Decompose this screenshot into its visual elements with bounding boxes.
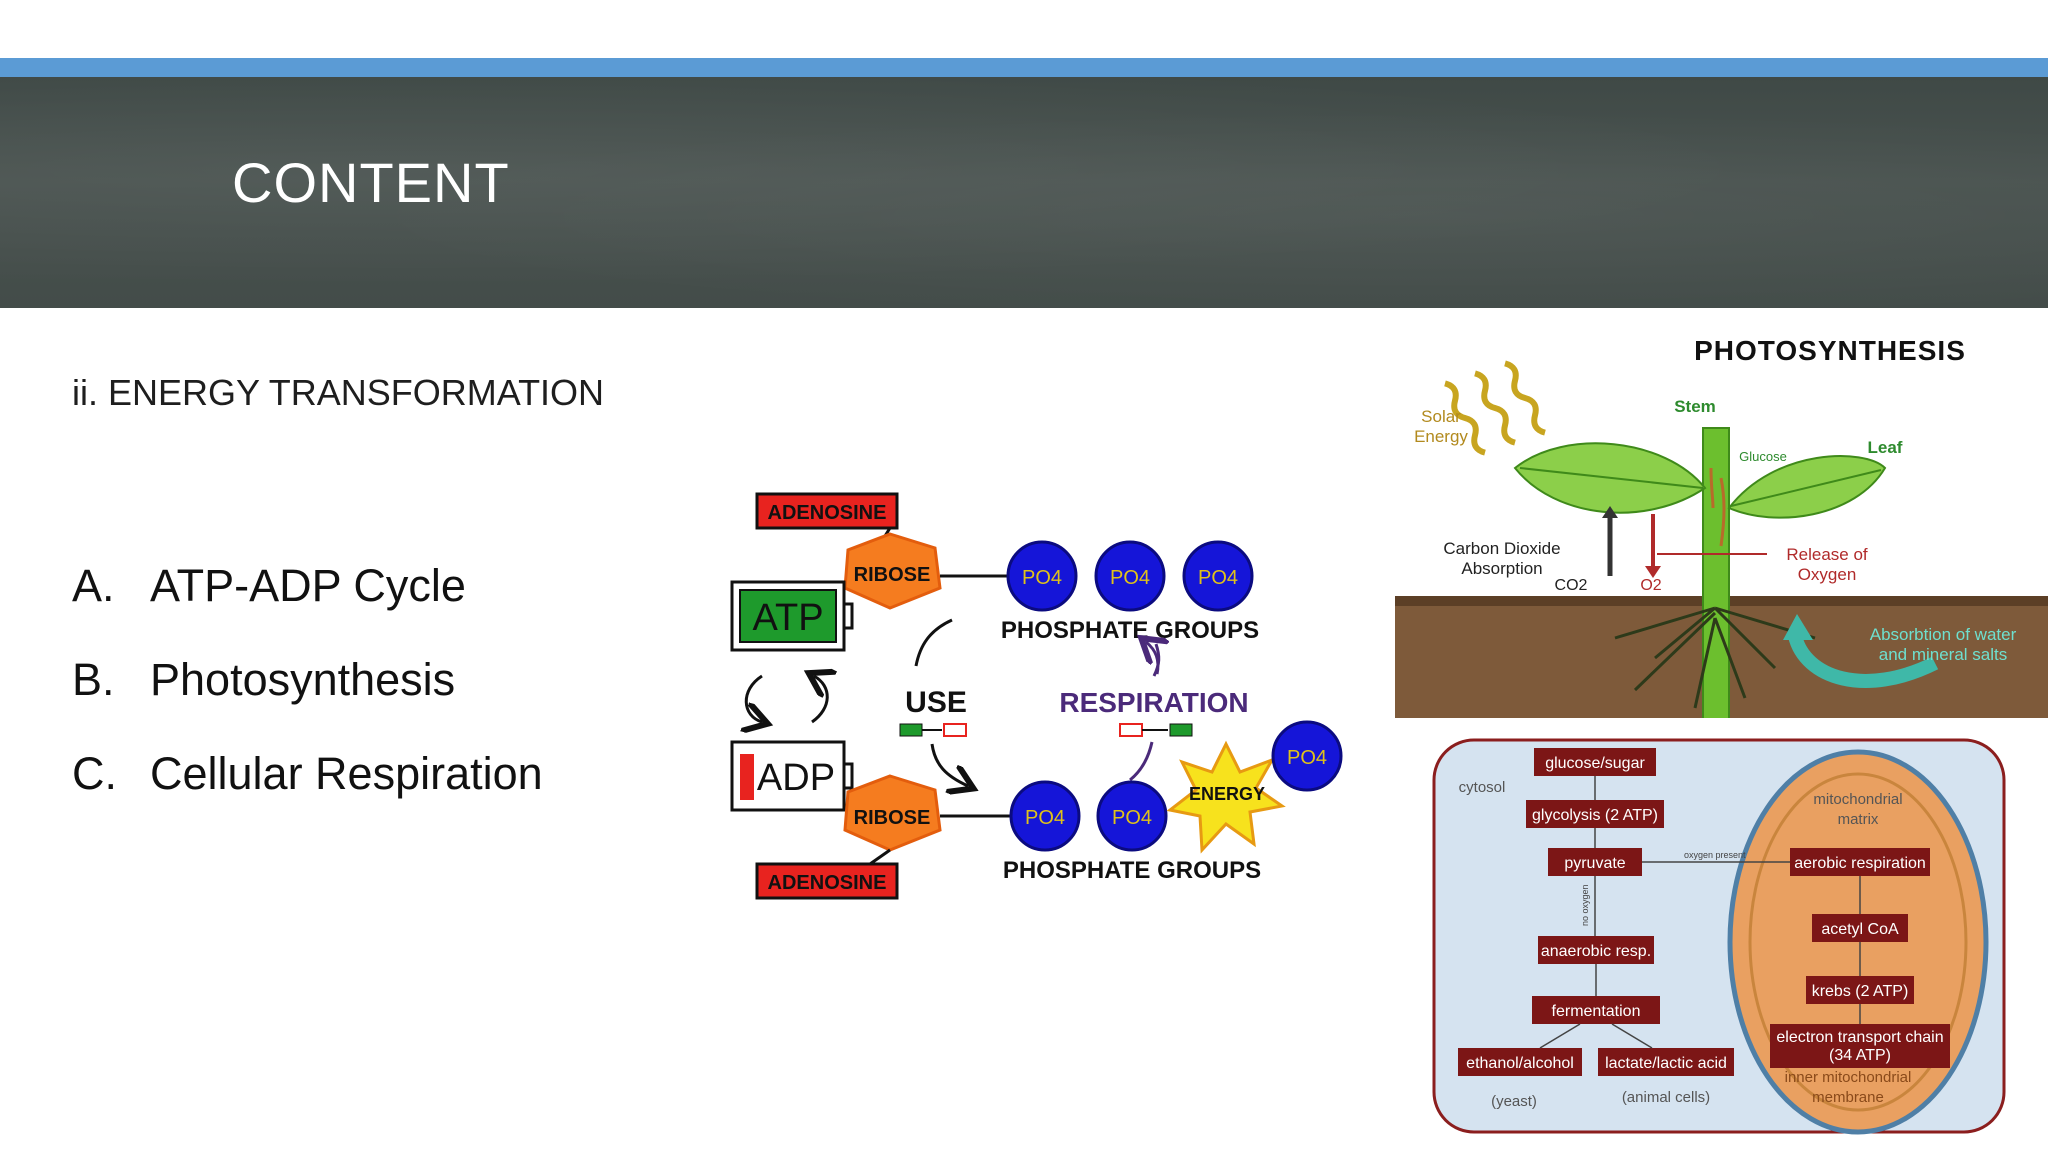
anaerobic-box xyxy=(1538,936,1654,964)
title-banner xyxy=(0,77,2048,308)
svg-text:glucose/sugar: glucose/sugar xyxy=(1545,755,1645,772)
svg-text:Absorbtion of water: Absorbtion of water xyxy=(1870,625,2017,644)
lactate-box xyxy=(1598,1048,1734,1076)
svg-text:PHOTOSYNTHESIS: PHOTOSYNTHESIS xyxy=(1694,335,1966,366)
svg-text:membrane: membrane xyxy=(1812,1089,1884,1106)
roots xyxy=(1614,606,1816,709)
svg-text:ADENOSINE: ADENOSINE xyxy=(768,872,887,894)
adenosine-label-top xyxy=(755,492,899,530)
svg-text:aerobic respiration: aerobic respiration xyxy=(1794,855,1926,872)
svg-text:CO2: CO2 xyxy=(1555,577,1588,594)
svg-text:PO4: PO4 xyxy=(1025,807,1065,829)
svg-text:lactate/lactic acid: lactate/lactic acid xyxy=(1605,1055,1727,1072)
svg-text:PO4: PO4 xyxy=(1198,567,1238,589)
svg-text:oxygen present: oxygen present xyxy=(1684,850,1746,860)
svg-text:ethanol/alcohol: ethanol/alcohol xyxy=(1466,1055,1574,1072)
svg-text:RIBOSE: RIBOSE xyxy=(854,564,931,586)
svg-text:PO4: PO4 xyxy=(1112,807,1152,829)
svg-text:Stem: Stem xyxy=(1674,397,1716,416)
energy-burst xyxy=(1166,740,1286,854)
svg-text:Glucose: Glucose xyxy=(1739,449,1787,464)
svg-text:Oxygen: Oxygen xyxy=(1798,565,1857,584)
slide-subtitle: ii. ENERGY TRANSFORMATION xyxy=(72,372,605,413)
acetyl-coa-box xyxy=(1812,914,1908,942)
svg-text:fermentation: fermentation xyxy=(1552,1003,1641,1020)
adenosine-text: ADENOSINE xyxy=(768,502,887,524)
svg-text:ATP: ATP xyxy=(752,597,823,639)
phosphate-circle xyxy=(1094,540,1166,612)
list-item: B.Photosynthesis xyxy=(72,654,456,705)
svg-text:Energy: Energy xyxy=(1414,427,1468,446)
glucose-box xyxy=(1534,748,1656,776)
photosynthesis-diagram: PHOTOSYNTHESIS Solar Energy Stem Leaf Gl… xyxy=(1395,318,2048,718)
svg-text:PO4: PO4 xyxy=(1287,747,1327,769)
svg-text:anaerobic resp.: anaerobic resp. xyxy=(1541,943,1651,960)
svg-text:ADP: ADP xyxy=(757,757,835,799)
pyruvate-box xyxy=(1548,848,1642,876)
atp-adp-cycle-diagram: ADENOSINE RIBOSE PO4 PO4 PO4 PHOSPHATE G… xyxy=(730,492,1343,900)
slide-title: CONTENT xyxy=(232,151,510,214)
cellular-respiration-diagram: cytosol mitochondrial matrix glucose/sug… xyxy=(1432,738,2006,1135)
fermentation-box xyxy=(1532,996,1660,1024)
svg-text:no oxygen: no oxygen xyxy=(1580,884,1590,926)
krebs-box xyxy=(1806,976,1914,1004)
accent-bar xyxy=(0,58,2048,77)
ethanol-box xyxy=(1458,1048,1582,1076)
svg-text:ENERGY: ENERGY xyxy=(1189,784,1265,804)
list-item: A.ATP-ADP Cycle xyxy=(72,560,466,611)
ribose-pentagon-top xyxy=(843,532,942,610)
etc-box xyxy=(1770,1024,1950,1068)
svg-text:and mineral salts: and mineral salts xyxy=(1879,645,2008,664)
svg-text:PO4: PO4 xyxy=(1022,567,1062,589)
svg-text:PHOSPHATE GROUPS: PHOSPHATE GROUPS xyxy=(1001,617,1259,644)
phosphate-circle xyxy=(1096,780,1168,852)
svg-text:cytosol: cytosol xyxy=(1459,779,1506,796)
glycolysis-box xyxy=(1526,800,1664,828)
svg-text:acetyl CoA: acetyl CoA xyxy=(1821,921,1899,938)
svg-text:(34 ATP): (34 ATP) xyxy=(1829,1047,1891,1064)
plant-stem xyxy=(1702,427,1730,718)
aerobic-box xyxy=(1790,848,1930,876)
svg-text:Leaf: Leaf xyxy=(1868,438,1903,457)
svg-text:pyruvate: pyruvate xyxy=(1564,855,1625,872)
svg-text:glycolysis (2 ATP): glycolysis (2 ATP) xyxy=(1532,807,1658,824)
svg-text:O2: O2 xyxy=(1640,577,1661,594)
svg-text:(animal cells): (animal cells) xyxy=(1622,1089,1710,1106)
adenosine-label-bottom xyxy=(755,862,899,900)
svg-text:RIBOSE: RIBOSE xyxy=(854,807,931,829)
svg-text:inner mitochondrial: inner mitochondrial xyxy=(1785,1069,1912,1086)
svg-text:Absorption: Absorption xyxy=(1461,559,1542,578)
phosphate-circle xyxy=(1271,720,1343,792)
svg-text:mitochondrial: mitochondrial xyxy=(1813,791,1902,808)
topic-list: A.ATP-ADP Cycle B.Photosynthesis C.Cellu… xyxy=(72,556,543,838)
phosphate-circle xyxy=(1182,540,1254,612)
svg-text:matrix: matrix xyxy=(1838,811,1879,828)
svg-text:RESPIRATION: RESPIRATION xyxy=(1059,687,1248,718)
svg-text:PHOSPHATE GROUPS: PHOSPHATE GROUPS xyxy=(1003,857,1261,884)
svg-text:Solar: Solar xyxy=(1421,407,1461,426)
svg-text:USE: USE xyxy=(905,686,967,719)
svg-text:(yeast): (yeast) xyxy=(1491,1093,1537,1110)
svg-text:krebs (2 ATP): krebs (2 ATP) xyxy=(1812,983,1909,1000)
svg-text:electron transport chain: electron transport chain xyxy=(1776,1029,1943,1046)
phosphate-circle xyxy=(1009,780,1081,852)
list-item: C.Cellular Respiration xyxy=(72,748,543,799)
svg-text:Carbon Dioxide: Carbon Dioxide xyxy=(1443,539,1560,558)
phosphate-circle xyxy=(1006,540,1078,612)
svg-text:PO4: PO4 xyxy=(1110,567,1150,589)
svg-text:Release of: Release of xyxy=(1786,545,1868,564)
